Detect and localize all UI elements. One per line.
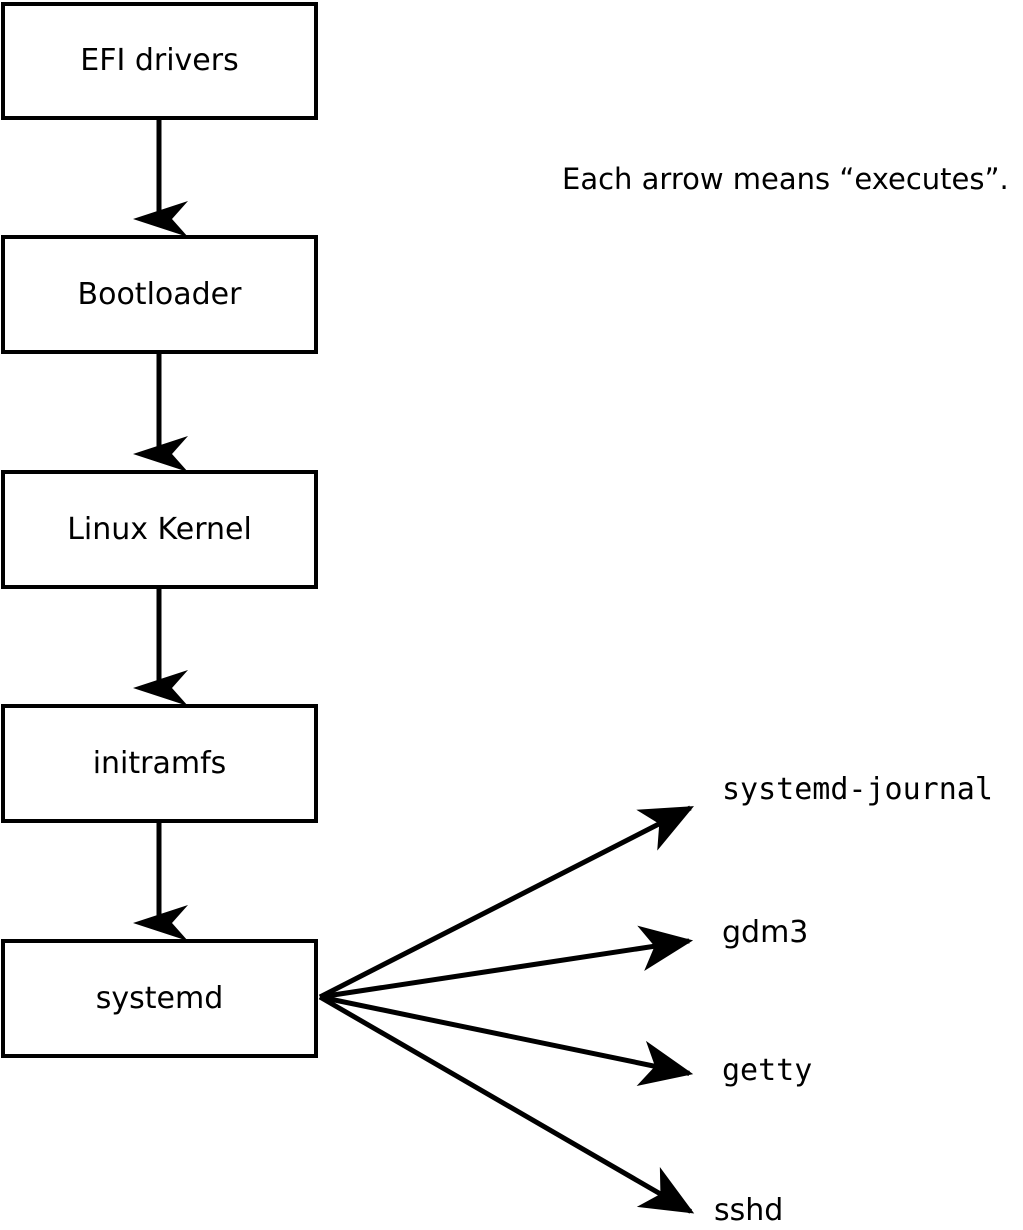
node-label-systemd: systemd (95, 980, 224, 1016)
fan-arrow-group (318, 805, 695, 1214)
node-box-systemd[interactable]: systemd (1, 939, 318, 1058)
node-box-efi-drivers[interactable]: EFI drivers (1, 2, 318, 120)
fan-arrow-to-gdm3 (319, 925, 694, 1000)
service-label-gdm3: gdm3 (722, 915, 809, 950)
service-label-sshd: sshd (714, 1193, 784, 1228)
node-box-linux-kernel[interactable]: Linux Kernel (1, 470, 318, 589)
service-label-getty: getty (722, 1053, 813, 1088)
node-box-bootloader[interactable]: Bootloader (1, 235, 318, 354)
node-box-initramfs[interactable]: initramfs (1, 704, 318, 823)
service-label-systemd-journal: systemd-journal (722, 772, 993, 807)
fan-arrow-to-sshd (318, 994, 695, 1214)
node-label-linux-kernel: Linux Kernel (67, 511, 252, 547)
fan-arrow-to-getty (319, 994, 694, 1086)
node-label-bootloader: Bootloader (77, 276, 242, 312)
node-label-efi-drivers: EFI drivers (80, 43, 239, 78)
node-label-initramfs: initramfs (92, 745, 227, 781)
fan-arrow-to-systemd-journal (318, 805, 694, 1000)
legend-annotation: Each arrow means “executes”. (562, 162, 1009, 196)
